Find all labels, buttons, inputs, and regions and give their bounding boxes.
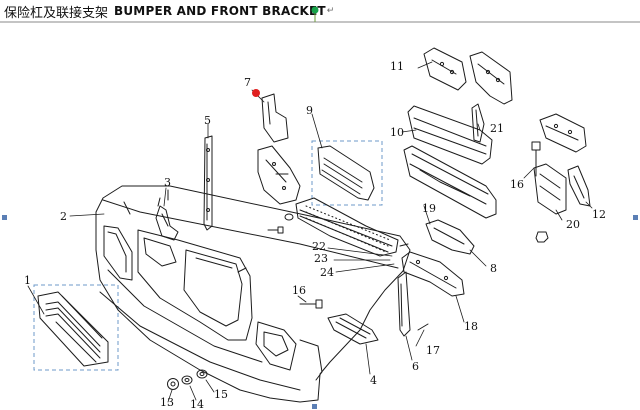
bracket-part-20 [533, 163, 567, 215]
callout-leader-lines [27, 61, 593, 403]
document-heading[interactable]: 保险杠及联接支架 BUMPER AND FRONT BRACKET ↵ [4, 0, 334, 22]
callout-16-right: 16 [510, 178, 524, 191]
callout-16-center: 16 [292, 284, 306, 297]
callout-20: 20 [566, 218, 580, 231]
callout-21: 21 [490, 122, 504, 135]
corner-lamp-part-4 [327, 313, 379, 345]
dashed-box-part-9 [311, 140, 383, 206]
upright-bracket-upper [469, 51, 513, 105]
resize-handle-right[interactable] [633, 215, 638, 220]
rotate-handle[interactable] [311, 6, 319, 14]
screws [237, 173, 429, 331]
callout-18: 18 [464, 320, 478, 333]
callout-11: 11 [390, 60, 404, 73]
grille-panel-part-1 [37, 291, 109, 367]
mounting-bracket-right [539, 113, 587, 153]
lower-cross-beam-part-19 [403, 145, 497, 219]
bumper-shell-part-2 [95, 185, 411, 403]
callout-9: 9 [306, 104, 313, 117]
callout-13: 13 [160, 396, 174, 409]
callout-labels: 1 2 3 4 5 6 7 8 9 10 11 12 13 14 15 16 1… [24, 60, 606, 410]
nut-part-15 [196, 369, 208, 379]
paragraph-mark-icon: ↵ [326, 6, 335, 16]
image-selection-frame[interactable] [0, 6, 640, 410]
callout-19: 19 [422, 202, 436, 215]
curved-bracket-part-8 [425, 219, 475, 255]
washer-part-14 [181, 375, 193, 385]
lower-beam-part-18 [401, 251, 465, 297]
bolt-part-16-center [299, 299, 323, 309]
callout-12: 12 [592, 208, 606, 221]
dashed-box-part-1 [33, 284, 119, 371]
callout-22: 22 [312, 240, 326, 253]
callout-2: 2 [60, 210, 67, 223]
cap-part-13 [167, 378, 179, 390]
mesh-grille-part-9 [317, 145, 375, 201]
callout-15: 15 [214, 388, 228, 401]
resize-handle-left[interactable] [2, 215, 7, 220]
angled-bracket-part-12 [567, 165, 591, 207]
bolt-part-16-right [531, 141, 541, 177]
callout-24: 24 [320, 266, 334, 279]
cross-member-part-10 [407, 105, 493, 165]
callout-1: 1 [24, 274, 31, 287]
step-bracket-part-7 [261, 93, 289, 143]
callout-3: 3 [164, 176, 171, 189]
vertical-bracket-part-5 [203, 135, 213, 231]
callout-7: 7 [244, 76, 251, 89]
bracket-part-3 [155, 197, 179, 241]
bracket-part-21 [471, 103, 485, 143]
callout-6: 6 [412, 360, 419, 373]
callout-10: 10 [390, 126, 404, 139]
resize-handle-bottom[interactable] [312, 404, 317, 409]
callout-5: 5 [204, 114, 211, 127]
bumper-mount-bracket [257, 145, 301, 205]
callout-14: 14 [190, 398, 204, 410]
nut-bottom-right [535, 231, 549, 243]
callout-4: 4 [370, 374, 377, 387]
vertical-bracket-part-6 [397, 271, 411, 337]
step-rail-parts-22-24 [295, 197, 399, 257]
heading-chinese: 保险杠及联接支架 [4, 5, 109, 21]
callout-23: 23 [314, 252, 328, 265]
top-bracket-part-11 [423, 47, 467, 91]
callout-8: 8 [490, 262, 497, 275]
callout-17: 17 [426, 344, 440, 357]
red-marker-dot [252, 89, 260, 97]
heading-english: BUMPER AND FRONT BRACKET [114, 4, 326, 18]
